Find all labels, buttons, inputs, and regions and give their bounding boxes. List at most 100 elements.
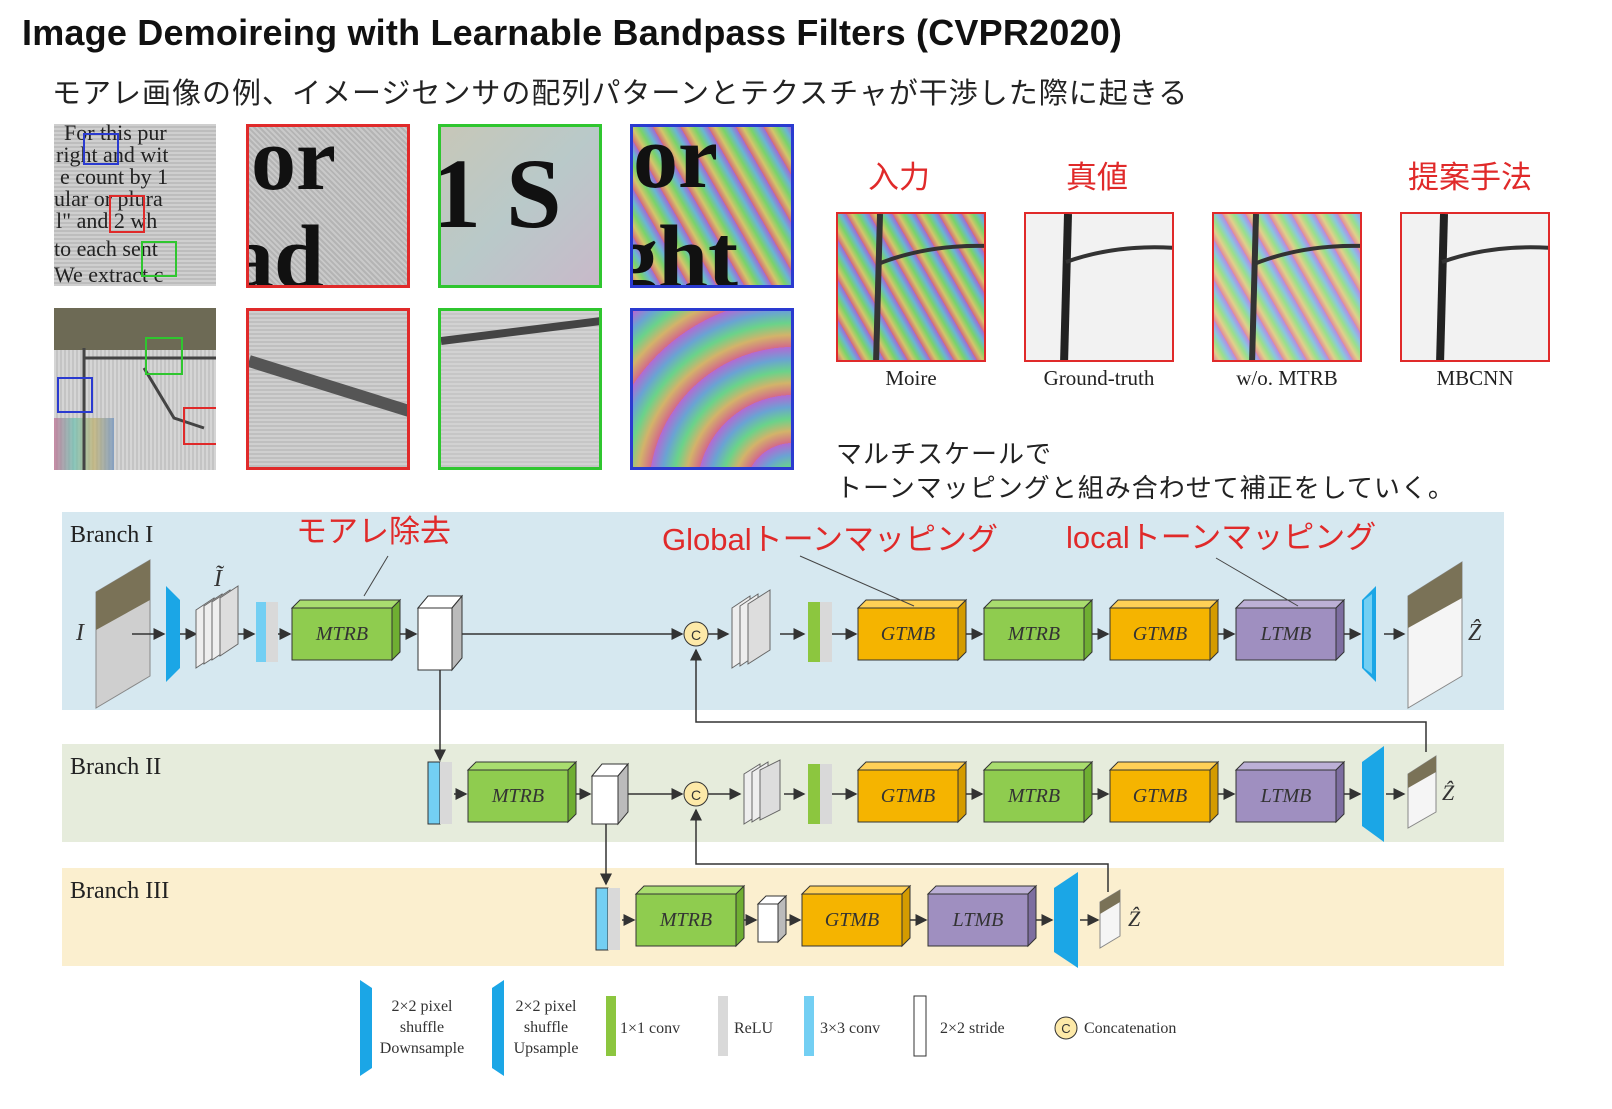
svg-text:C: C — [691, 627, 701, 643]
branch-2-gtmb-1: GTMB — [856, 760, 968, 824]
branch-3-label: Branch III — [70, 878, 170, 904]
svg-text:GTMB: GTMB — [825, 909, 879, 931]
moire-crop-blue-1: orght — [630, 124, 794, 288]
annotation-moire-removal: モアレ除去 — [296, 514, 451, 549]
svg-text:MTRB: MTRB — [1007, 785, 1060, 807]
branch-1-output-image — [1407, 561, 1463, 709]
moire-example-scene-image — [54, 308, 216, 470]
svg-text:MTRB: MTRB — [491, 785, 544, 807]
branch-1-label: Branch I — [70, 522, 154, 548]
branch-1-tilde-stack — [195, 585, 239, 669]
branch-3-mtrb-1: MTRB — [634, 884, 746, 948]
symbol-i-tilde: Ĩ — [213, 566, 225, 592]
svg-text:GTMB: GTMB — [1133, 785, 1187, 807]
conv3-block — [256, 602, 266, 662]
branch-1-concat-stack — [731, 589, 771, 669]
branch-1-feature-stack — [416, 594, 464, 672]
note-line-1: マルチスケールで — [836, 439, 1053, 469]
branch-2-gtmb-2: GTMB — [1108, 760, 1220, 824]
note-line-2: トーンマッピングと組み合わせて補正をしていく。 — [836, 473, 1455, 503]
moire-crop-green-2 — [438, 308, 602, 470]
branch-3-feature-stack — [756, 894, 788, 944]
caption-moire: Moire — [885, 366, 937, 390]
branch-2-mtrb-1: MTRB — [466, 760, 578, 824]
legend-conv1-icon — [606, 996, 616, 1056]
branch-3-output-image — [1099, 889, 1121, 949]
svg-text:l" and 2 wh: l" and 2 wh — [56, 208, 157, 233]
page-subtitle: モアレ画像の例、イメージセンサの配列パターンとテクスチャが干渉した際に起きる — [52, 78, 1189, 110]
branch-2-feature-stack — [590, 762, 630, 826]
branch-2-output-image — [1407, 755, 1437, 829]
svg-text:C: C — [691, 787, 701, 803]
branch-1-gtmb-1: GTMB — [856, 598, 968, 662]
moire-crop-red-1: orad — [246, 124, 410, 288]
relu-block — [820, 764, 832, 824]
svg-text:GTMB: GTMB — [881, 623, 935, 645]
branch-2-label: Branch II — [70, 754, 162, 780]
branch-1-mtrb-1: MTRB — [290, 598, 402, 662]
legend-downsample-icon — [360, 980, 372, 1076]
symbol-i: I — [75, 620, 85, 646]
branch-2-mtrb-2: MTRB — [982, 760, 1094, 824]
downsample-block — [166, 586, 180, 682]
branch-3-gtmb-1: GTMB — [800, 884, 912, 948]
moire-crop-green-1: 1 S — [438, 124, 602, 288]
conv3-block — [595, 887, 609, 951]
relu-block — [820, 602, 832, 662]
page-title: Image Demoireing with Learnable Bandpass… — [22, 12, 1123, 53]
svg-text:GTMB: GTMB — [881, 785, 935, 807]
relu-block — [608, 888, 620, 950]
svg-text:GTMB: GTMB — [1133, 623, 1187, 645]
legend-upsample-icon — [492, 980, 504, 1076]
legend-downsample-label: 2×2 pixel shuffle Downsample — [379, 998, 465, 1057]
legend-concat-icon — [1054, 1016, 1078, 1040]
svg-text:or: or — [633, 127, 718, 207]
svg-text:LTMB: LTMB — [952, 909, 1004, 931]
legend-conv3-icon — [804, 996, 814, 1056]
legend-stride-label: 2×2 stride — [940, 1020, 1005, 1037]
legend-stride-icon — [913, 995, 927, 1057]
branch-2-concat-stack — [743, 759, 781, 825]
moire-example-text-image: For this pur right and wit e count by 1 … — [54, 124, 216, 286]
caption-without-mtrb: w/o. MTRB — [1236, 366, 1338, 390]
svg-text:C: C — [1061, 1021, 1070, 1036]
branch-3-ltmb-1: LTMB — [926, 884, 1038, 948]
legend-concat-label: Concatenation — [1084, 1020, 1177, 1037]
annotation-global-tone-mapping: Globalトーンマッピング — [662, 522, 999, 557]
relu-block — [266, 602, 278, 662]
svg-text:right and wit: right and wit — [56, 142, 168, 167]
svg-text:LTMB: LTMB — [1260, 785, 1312, 807]
svg-text:e count by 1: e count by 1 — [60, 164, 168, 189]
annotation-local-tone-mapping: localトーンマッピング — [1066, 520, 1377, 555]
svg-text:ght: ght — [633, 208, 738, 287]
branch-2-ltmb-1: LTMB — [1234, 760, 1346, 824]
conv1-block — [808, 764, 820, 824]
symbol-z-hat-1: Ẑ — [1468, 620, 1482, 646]
symbol-z-hat-2: Ẑ — [1442, 780, 1455, 805]
compare-without-mtrb-image — [1212, 212, 1362, 362]
svg-text:We extract c: We extract c — [54, 262, 164, 286]
legend-conv1-label: 1×1 conv — [620, 1020, 681, 1037]
label-input: 入力 — [868, 160, 930, 195]
moire-crop-blue-2 — [630, 308, 794, 470]
branch-1-mtrb-2: MTRB — [982, 598, 1094, 662]
compare-moire-image — [836, 212, 986, 362]
legend-upsample-label: 2×2 pixel shuffle Upsample — [513, 998, 579, 1057]
branch-1-input-image — [95, 559, 151, 709]
moire-crop-red-2 — [246, 308, 410, 470]
branch-1-gtmb-2: GTMB — [1108, 598, 1220, 662]
svg-text:ad: ad — [249, 208, 324, 287]
label-proposed-method: 提案手法 — [1408, 160, 1532, 195]
symbol-z-hat-3: Ẑ — [1128, 906, 1141, 931]
svg-text:1 S: 1 S — [441, 138, 562, 249]
legend-relu-label: ReLU — [734, 1020, 774, 1037]
svg-text:to each sent: to each sent — [54, 236, 158, 261]
conv3-block — [427, 761, 441, 825]
upsample-block — [1054, 872, 1078, 968]
legend-conv3-label: 3×3 conv — [820, 1020, 881, 1037]
svg-text:MTRB: MTRB — [659, 909, 712, 931]
compare-ground-truth-image — [1024, 212, 1174, 362]
svg-text:or: or — [251, 127, 336, 209]
legend-relu-icon — [718, 996, 728, 1056]
